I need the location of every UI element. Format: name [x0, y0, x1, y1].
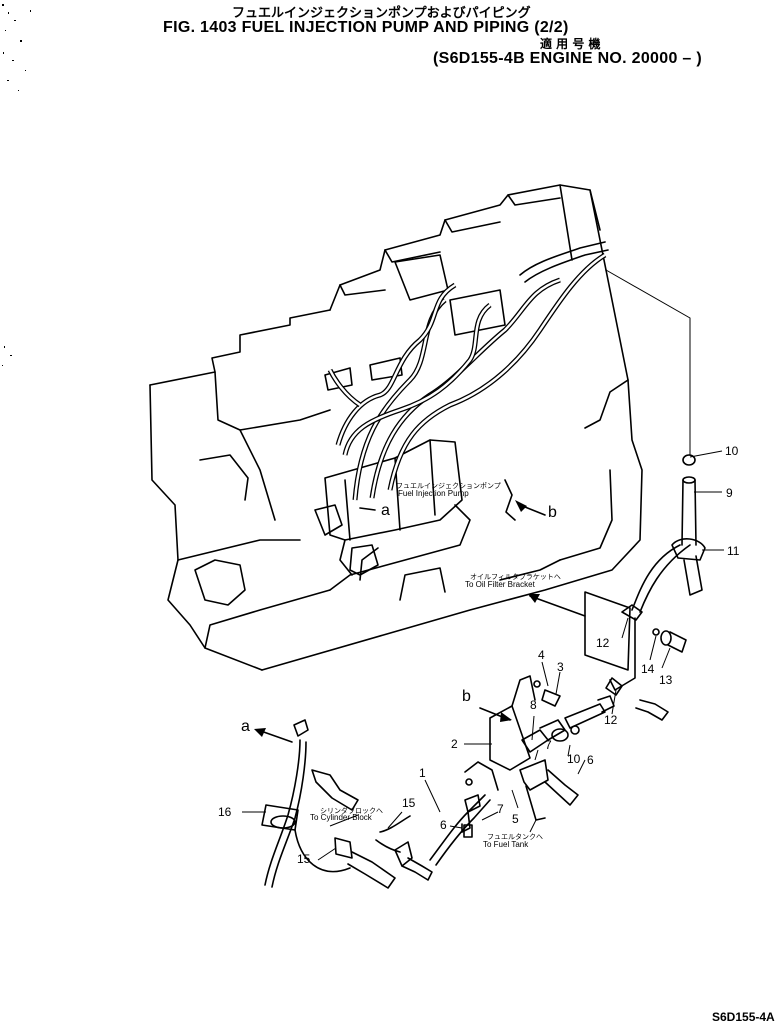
lower-left-parts: [261, 719, 433, 889]
part-number-13: 13: [659, 673, 673, 687]
part-number-11: 11: [727, 544, 740, 558]
part-number-10-top: 10: [725, 444, 739, 458]
ref-b-mid: b: [462, 688, 471, 705]
part-number-15-upper: 15: [402, 796, 416, 810]
part-number-3: 3: [557, 660, 564, 674]
ref-b-top: b: [548, 504, 557, 521]
hose-assembly: [605, 269, 706, 613]
part-number-14: 14: [641, 662, 655, 676]
oil-bracket-label: To Oil Filter Bracket: [465, 580, 535, 589]
part-number-15-lower: 15: [297, 852, 311, 866]
part-number-7-upper: 7: [545, 738, 552, 752]
part-number-12-bottom: 12: [604, 713, 618, 727]
cylinder-block-label: To Cylinder Block: [310, 813, 372, 822]
part-number-9: 9: [726, 486, 733, 500]
part-number-12-top: 12: [596, 636, 610, 650]
center-parts: [429, 675, 580, 866]
engine-serial: (S6D155-4B ENGINE NO. 20000 – ): [433, 50, 702, 67]
fuel-tank-label: To Fuel Tank: [483, 840, 529, 849]
leader-lines: [242, 450, 724, 861]
part-number-6-right: 6: [587, 753, 594, 767]
part-number-5: 5: [512, 812, 519, 826]
part-number-2: 2: [451, 737, 458, 751]
applicable-label-japanese: 適 用 号 機: [540, 37, 601, 51]
ref-a-top: a: [381, 502, 390, 519]
ref-a-bottom: a: [241, 718, 250, 735]
part-number-8: 8: [530, 698, 537, 712]
title-japanese: フュエルインジェクションポンプおよびパイピング: [232, 6, 531, 21]
fuel-tank-label-japanese: フュエルタンクへ: [487, 833, 543, 841]
oil-bracket-label-japanese: オイルフィルタブラケットへ: [470, 573, 561, 581]
part-number-6-bottom: 6: [440, 818, 447, 832]
part-number-4: 4: [538, 648, 545, 662]
page-title: FIG. 1403 FUEL INJECTION PUMP AND PIPING…: [163, 19, 569, 36]
pump-label: Fuel Injection Pump: [398, 489, 469, 498]
pump-label-japanese: フュエルインジェクションポンプ: [396, 482, 501, 490]
ref-arrows: [254, 500, 586, 833]
part-number-7-lower: 7: [497, 802, 504, 816]
part-number-1: 1: [419, 766, 426, 780]
part-number-16: 16: [218, 805, 232, 819]
cylinder-block-label-japanese: シリンダブロックへ: [320, 807, 383, 815]
bracket-assembly: [564, 591, 687, 729]
scan-noise: [2, 4, 31, 366]
drawing-code: S6D155-4A: [712, 1010, 775, 1024]
engine-block: [149, 184, 643, 671]
part-number-10-bottom: 10: [567, 752, 581, 766]
injection-pipes: [327, 241, 609, 581]
